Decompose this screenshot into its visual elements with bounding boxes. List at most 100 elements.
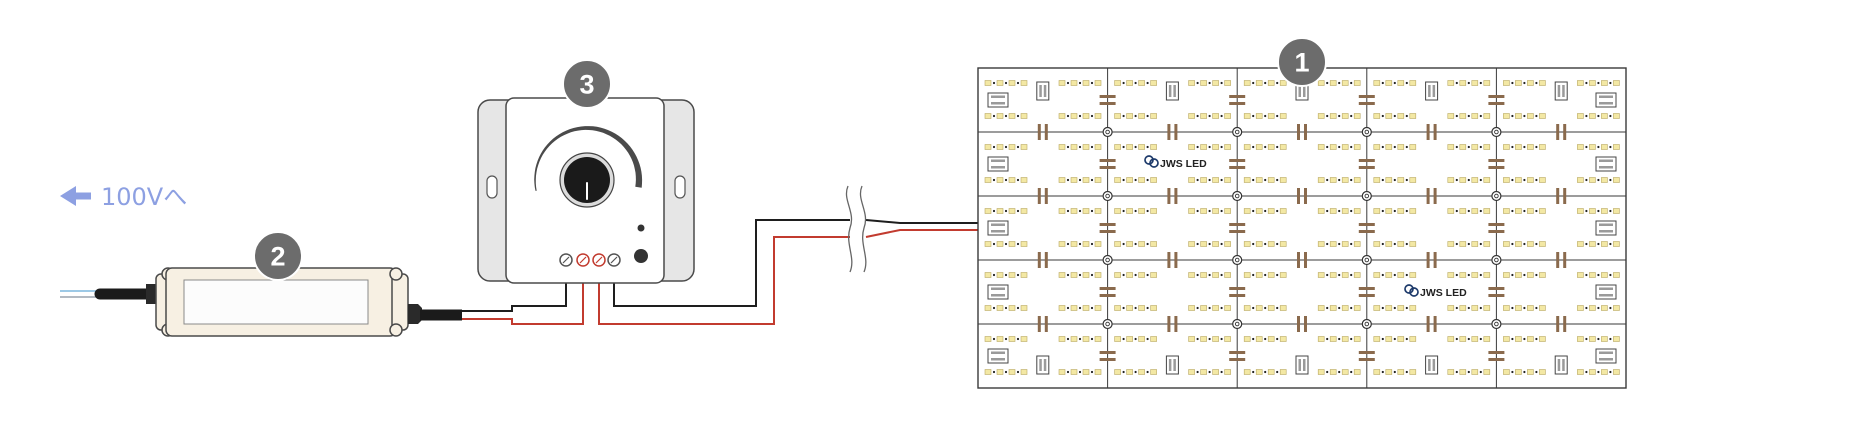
led-chip (1070, 369, 1078, 375)
led-chip (1373, 241, 1381, 247)
led-chip (1279, 336, 1287, 342)
resistor-dot (1535, 242, 1538, 246)
led-chip (1577, 177, 1584, 183)
resistor-dot (1393, 114, 1396, 118)
resistor-dot (1220, 145, 1223, 149)
resistor-dot (1609, 114, 1612, 118)
led-chip (1114, 305, 1121, 311)
resistor-dot (1016, 114, 1020, 118)
resistor-dot (1090, 145, 1094, 149)
led-chip (1471, 336, 1479, 342)
solder-pad (1563, 252, 1567, 268)
resistor-dot (1196, 145, 1199, 149)
resistor-dot (1609, 337, 1612, 341)
led-chip (1114, 272, 1121, 278)
led-chip (1008, 144, 1016, 150)
connector-pin (1599, 351, 1613, 354)
resistor-dot (1326, 337, 1329, 341)
led-chip (1243, 208, 1251, 214)
resistor-dot (1220, 337, 1223, 341)
led-chip (1267, 305, 1275, 311)
resistor-dot (1393, 337, 1396, 341)
led-chip (1515, 272, 1522, 278)
solder-pad (1297, 188, 1300, 204)
cut-point-center (1494, 129, 1499, 135)
led-chip (1255, 241, 1263, 247)
connector-pin (1557, 359, 1561, 371)
led-chip (1138, 208, 1145, 214)
cut-point-marker (1232, 318, 1243, 330)
psu-right-bottom-ear (389, 323, 403, 337)
led-chip (1279, 369, 1287, 375)
led-chip (1020, 272, 1028, 278)
led-chip (1447, 369, 1455, 375)
led-chip (1447, 208, 1455, 214)
cut-point-center (1364, 129, 1370, 135)
resistor-dot (1220, 81, 1223, 85)
edge-connector-left (987, 284, 1009, 300)
edge-connector-bottom (1036, 355, 1050, 375)
resistor-dot (1393, 306, 1396, 310)
led-chip (1329, 177, 1337, 183)
led-chip (1200, 80, 1207, 86)
led-chip (996, 208, 1004, 214)
edge-connector-top (1554, 81, 1568, 101)
led-chip (1200, 272, 1207, 278)
resistor-dot (1585, 242, 1588, 246)
led-chip (1150, 272, 1157, 278)
led-chip (1200, 208, 1207, 214)
led-chip (1267, 369, 1275, 375)
led-chip (1397, 144, 1405, 150)
led-chip (1224, 208, 1231, 214)
connector-pin (1043, 359, 1047, 371)
resistor-dot (1264, 209, 1267, 213)
resistor-dot (1326, 242, 1329, 246)
led-chip (1385, 241, 1393, 247)
solder-pad (1044, 316, 1048, 332)
resistor-dot (1220, 306, 1223, 310)
resistor-dot (1196, 242, 1199, 246)
led-chip (1539, 80, 1546, 86)
led-chip (1070, 177, 1078, 183)
solder-pad (1297, 316, 1300, 332)
led-chip (1589, 80, 1596, 86)
led-chip (1385, 177, 1393, 183)
led-chip (1527, 144, 1534, 150)
led-chip (1126, 80, 1133, 86)
led-chip (1020, 305, 1028, 311)
resistor-dot (1252, 242, 1255, 246)
solder-pad (1556, 252, 1560, 268)
led-chip (984, 113, 992, 119)
led-chip (1515, 144, 1522, 150)
resistor-dot (1393, 209, 1396, 213)
led-chip (1058, 80, 1066, 86)
resistor-dot (1585, 370, 1588, 374)
resistor-dot (1252, 306, 1255, 310)
led-chip (1082, 272, 1090, 278)
led-chip (1601, 144, 1608, 150)
connector-pin (1599, 358, 1613, 361)
led-chip (1058, 208, 1066, 214)
resistor-dot (1455, 209, 1458, 213)
led-chip (1008, 305, 1016, 311)
led-chip (1539, 177, 1546, 183)
led-chip (1613, 369, 1620, 375)
led-chip (1385, 369, 1393, 375)
led-chip (1385, 336, 1393, 342)
solder-pad (1304, 316, 1307, 332)
resistor-dot (1004, 209, 1008, 213)
led-chip (1317, 144, 1325, 150)
resistor-dot (1078, 306, 1082, 310)
led-chip (1094, 272, 1102, 278)
solder-pad (1358, 230, 1375, 233)
resistor-dot (992, 145, 996, 149)
resistor-dot (1405, 337, 1408, 341)
led-chip (1341, 177, 1349, 183)
led-chip (1539, 369, 1546, 375)
resistor-dot (1276, 273, 1279, 277)
edge-connector-bottom (1165, 355, 1179, 375)
led-chip (1503, 208, 1510, 214)
dimmer-controller (477, 97, 695, 284)
solder-pad (1426, 124, 1430, 140)
led-chip (1459, 272, 1467, 278)
